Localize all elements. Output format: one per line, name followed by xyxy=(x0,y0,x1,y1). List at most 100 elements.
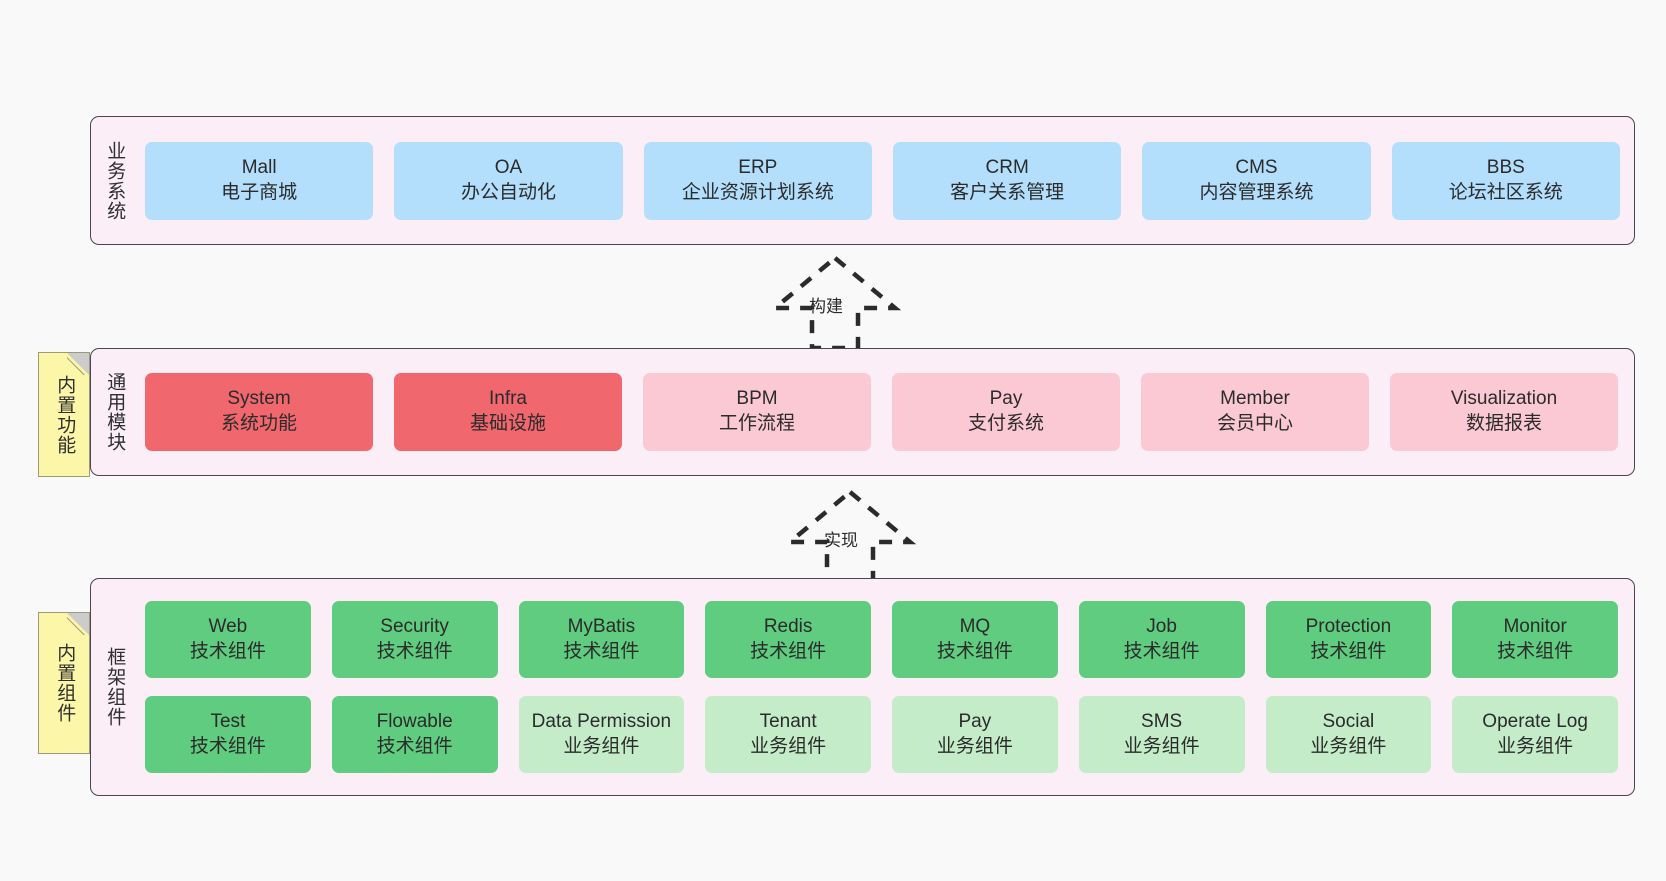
node-subtitle: 论坛社区系统 xyxy=(1448,181,1563,203)
node-mall[interactable]: Mall 电子商城 xyxy=(145,141,374,220)
node-operate-log[interactable]: Operate Log 业务组件 xyxy=(1452,696,1618,773)
layer-common-module-title: 通用模块 xyxy=(104,372,126,452)
node-bpm[interactable]: BPM 工作流程 xyxy=(643,373,871,451)
node-title: Monitor xyxy=(1503,615,1567,637)
node-subtitle: 技术组件 xyxy=(1310,640,1387,662)
node-title: BBS xyxy=(1486,156,1525,178)
node-tenant[interactable]: Tenant 业务组件 xyxy=(705,696,871,773)
node-subtitle: 技术组件 xyxy=(376,735,453,757)
node-subtitle: 业务组件 xyxy=(936,735,1013,757)
node-flowable[interactable]: Flowable 技术组件 xyxy=(331,696,498,773)
node-test[interactable]: Test 技术组件 xyxy=(145,696,311,773)
node-subtitle: 技术组件 xyxy=(189,735,266,757)
node-title: SMS xyxy=(1141,710,1183,732)
node-protection[interactable]: Protection 技术组件 xyxy=(1265,601,1432,678)
node-web[interactable]: Web 技术组件 xyxy=(145,601,311,678)
note-builtin-components-label: 内置组件 xyxy=(54,643,76,723)
layer-framework-component-body: Web 技术组件 Security 技术组件 MyBatis 技术组件 Redi… xyxy=(137,579,1634,795)
node-infra[interactable]: Infra 基础设施 xyxy=(394,373,622,451)
node-title: Infra xyxy=(488,388,528,410)
layer-framework-component: 框架组件 Web 技术组件 Security 技术组件 MyBatis 技术组件… xyxy=(90,578,1635,796)
node-social[interactable]: Social 业务组件 xyxy=(1265,696,1432,773)
node-title: ERP xyxy=(738,156,778,178)
node-subtitle: 电子商城 xyxy=(221,181,298,203)
layer-business-system-body: Mall 电子商城 OA 办公自动化 ERP 企业资源计划系统 CRM 客户关系… xyxy=(137,117,1634,244)
node-row: Mall 电子商城 OA 办公自动化 ERP 企业资源计划系统 CRM 客户关系… xyxy=(145,141,1620,220)
implement-arrow: 实现 xyxy=(760,486,940,586)
node-system[interactable]: System 系统功能 xyxy=(145,373,373,451)
node-subtitle: 支付系统 xyxy=(967,413,1044,434)
node-pay-module[interactable]: Pay 支付系统 xyxy=(892,373,1120,451)
node-title: Tenant xyxy=(759,710,817,732)
layer-business-system: 业务系统 Mall 电子商城 OA 办公自动化 ERP 企业资源计划系统 CRM… xyxy=(90,116,1635,245)
node-redis[interactable]: Redis 技术组件 xyxy=(705,601,871,678)
build-arrow-label: 构建 xyxy=(809,297,843,316)
node-subtitle: 技术组件 xyxy=(189,640,266,662)
node-subtitle: 业务组件 xyxy=(1497,735,1574,757)
node-title: Data Permission xyxy=(531,710,672,732)
node-job[interactable]: Job 技术组件 xyxy=(1078,601,1245,678)
node-security[interactable]: Security 技术组件 xyxy=(331,601,498,678)
implement-arrow-icon xyxy=(783,489,917,585)
node-row: Test 技术组件 Flowable 技术组件 Data Permission … xyxy=(145,696,1618,773)
node-title: MyBatis xyxy=(567,615,636,637)
node-title: Flowable xyxy=(376,710,453,732)
node-mybatis[interactable]: MyBatis 技术组件 xyxy=(518,601,685,678)
node-title: CRM xyxy=(985,156,1029,178)
note-fold-edge-icon xyxy=(67,613,89,635)
node-subtitle: 工作流程 xyxy=(718,413,795,434)
layer-framework-component-title: 框架组件 xyxy=(104,647,126,727)
build-arrow: 构建 xyxy=(745,252,925,352)
node-subtitle: 技术组件 xyxy=(936,640,1013,662)
node-crm[interactable]: CRM 客户关系管理 xyxy=(892,141,1122,220)
node-title: Pay xyxy=(989,388,1023,410)
node-title: MQ xyxy=(959,615,991,637)
node-title: BPM xyxy=(736,388,778,410)
node-subtitle: 系统功能 xyxy=(220,413,297,434)
layer-common-module-body: System 系统功能 Infra 基础设施 BPM 工作流程 Pay 支付系统… xyxy=(137,349,1634,475)
build-arrow-icon xyxy=(768,255,902,351)
node-title: Test xyxy=(210,710,246,732)
node-visualization[interactable]: Visualization 数据报表 xyxy=(1390,373,1618,451)
node-subtitle: 办公自动化 xyxy=(460,181,556,203)
node-bbs[interactable]: BBS 论坛社区系统 xyxy=(1391,141,1620,220)
node-title: Social xyxy=(1322,710,1375,732)
layer-business-system-title: 业务系统 xyxy=(104,140,126,221)
node-member[interactable]: Member 会员中心 xyxy=(1141,373,1369,451)
node-title: CMS xyxy=(1235,156,1278,178)
node-pay-component[interactable]: Pay 业务组件 xyxy=(892,696,1058,773)
node-subtitle: 业务组件 xyxy=(1310,735,1387,757)
node-title: Job xyxy=(1146,615,1177,637)
node-mq[interactable]: MQ 技术组件 xyxy=(892,601,1058,678)
node-cms[interactable]: CMS 内容管理系统 xyxy=(1142,141,1371,220)
node-subtitle: 业务组件 xyxy=(563,735,640,757)
layer-common-module: 通用模块 System 系统功能 Infra 基础设施 BPM 工作流程 Pay… xyxy=(90,348,1635,476)
node-title: Operate Log xyxy=(1482,710,1588,732)
note-builtin-functions-label: 内置功能 xyxy=(54,374,76,455)
node-title: Mall xyxy=(241,156,277,178)
node-subtitle: 企业资源计划系统 xyxy=(681,181,834,203)
node-erp[interactable]: ERP 企业资源计划系统 xyxy=(643,141,872,220)
node-title: OA xyxy=(494,156,523,178)
node-row: System 系统功能 Infra 基础设施 BPM 工作流程 Pay 支付系统… xyxy=(145,373,1618,451)
node-subtitle: 技术组件 xyxy=(376,640,453,662)
node-oa[interactable]: OA 办公自动化 xyxy=(394,141,623,220)
node-title: Redis xyxy=(763,615,813,637)
node-subtitle: 基础设施 xyxy=(469,413,546,434)
node-title: Visualization xyxy=(1450,388,1558,410)
node-subtitle: 客户关系管理 xyxy=(950,181,1065,203)
node-row: Web 技术组件 Security 技术组件 MyBatis 技术组件 Redi… xyxy=(145,601,1618,678)
node-data-permission[interactable]: Data Permission 业务组件 xyxy=(518,696,685,773)
node-subtitle: 技术组件 xyxy=(1497,640,1574,662)
node-monitor[interactable]: Monitor 技术组件 xyxy=(1452,601,1618,678)
node-subtitle: 内容管理系统 xyxy=(1199,181,1314,203)
implement-arrow-label: 实现 xyxy=(824,531,858,550)
note-builtin-components: 内置组件 xyxy=(38,612,90,754)
node-title: Security xyxy=(380,615,449,637)
note-fold-edge-icon xyxy=(67,353,89,375)
node-title: Pay xyxy=(958,710,992,732)
node-subtitle: 技术组件 xyxy=(1123,640,1200,662)
node-subtitle: 业务组件 xyxy=(1123,735,1200,757)
node-sms[interactable]: SMS 业务组件 xyxy=(1078,696,1245,773)
node-title: Member xyxy=(1220,388,1290,410)
